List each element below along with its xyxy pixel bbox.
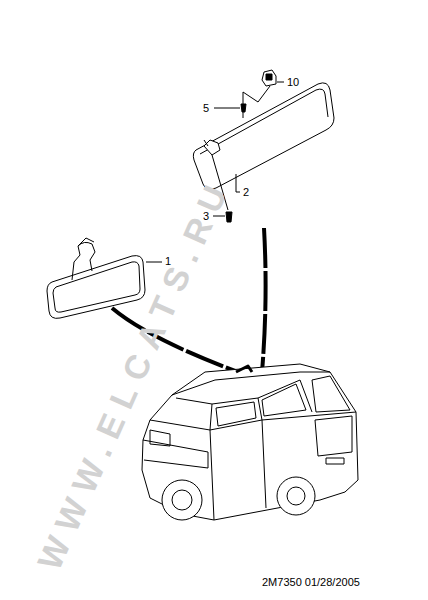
callout-number: 5 xyxy=(203,103,209,114)
callout-number: 10 xyxy=(287,77,299,88)
car-illustration xyxy=(142,364,358,520)
callout-number: 2 xyxy=(243,187,249,198)
drawing-number: 2M7350 01/28/2005 xyxy=(262,577,360,588)
